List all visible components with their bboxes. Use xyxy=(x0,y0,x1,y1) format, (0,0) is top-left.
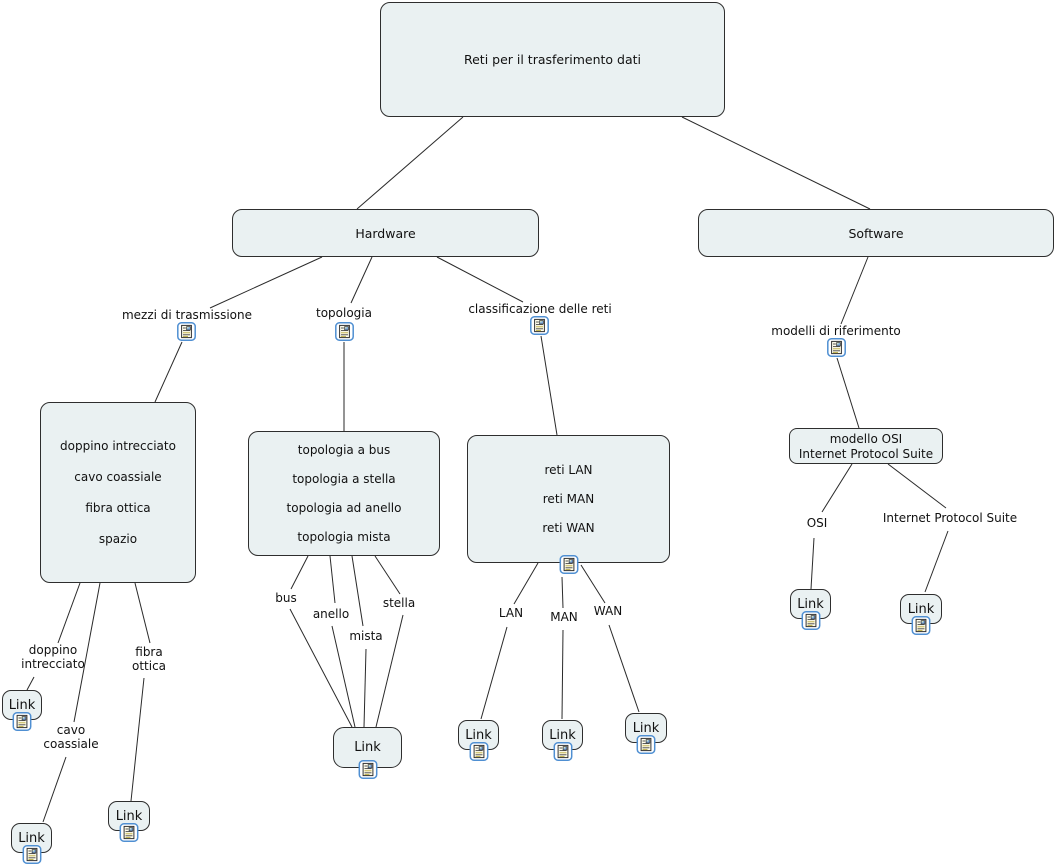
resource-link-icon[interactable] xyxy=(553,742,572,761)
link-node-topologia[interactable]: Link xyxy=(333,727,402,779)
link-node-osi[interactable]: Link xyxy=(790,589,831,630)
resource-link-icon[interactable] xyxy=(119,823,139,842)
edge-label-lan[interactable]: LAN xyxy=(498,606,524,620)
edge-label-mezzi-di-trasmissione[interactable]: mezzi di trasmissione xyxy=(121,308,253,322)
network-line-lan: reti LAN xyxy=(544,463,593,477)
link-node-lan[interactable]: Link xyxy=(458,720,499,761)
media-line-fibra: fibra ottica xyxy=(85,501,151,515)
resource-link-icon[interactable] xyxy=(636,735,656,754)
resource-link-icon[interactable] xyxy=(469,742,488,761)
link-node-doppino[interactable]: Link xyxy=(2,690,42,731)
resource-link-icon[interactable] xyxy=(911,616,931,635)
edge-label-doppino-intrecciato[interactable]: doppino intrecciato xyxy=(21,643,85,671)
node-network-classes[interactable]: reti LAN reti MAN reti WAN xyxy=(467,435,670,574)
network-line-wan: reti WAN xyxy=(542,521,595,535)
edge-label-cavo-coassiale[interactable]: cavo coassiale xyxy=(43,723,99,751)
edge-label-fibra-ottica[interactable]: fibra ottica xyxy=(131,645,167,673)
edge-label-mista[interactable]: mista xyxy=(349,629,383,643)
node-transmission-media[interactable]: doppino intrecciato cavo coassiale fibra… xyxy=(40,402,196,583)
models-line-osi: modello OSI xyxy=(829,431,903,446)
node-hardware[interactable]: Hardware xyxy=(232,209,539,257)
media-line-doppino: doppino intrecciato xyxy=(60,439,176,453)
node-root[interactable]: Reti per il trasferimento dati xyxy=(380,2,725,117)
edge-label-osi[interactable]: OSI xyxy=(806,516,828,530)
resource-link-icon[interactable] xyxy=(559,555,578,574)
edge-label-anello[interactable]: anello xyxy=(312,607,350,621)
resource-link-icon[interactable] xyxy=(335,322,354,341)
resource-link-icon[interactable] xyxy=(530,316,549,335)
network-line-man: reti MAN xyxy=(542,492,595,506)
edge-label-wan[interactable]: WAN xyxy=(593,604,623,618)
topology-line-bus: topologia a bus xyxy=(297,443,391,457)
topology-line-stella: topologia a stella xyxy=(292,472,396,486)
resource-link-icon[interactable] xyxy=(12,712,32,731)
resource-link-icon[interactable] xyxy=(827,338,846,357)
topology-line-anello: topologia ad anello xyxy=(286,501,402,515)
resource-link-icon[interactable] xyxy=(177,322,196,341)
edge-label-man[interactable]: MAN xyxy=(550,610,578,624)
edge-label-bus[interactable]: bus xyxy=(275,591,297,605)
link-node-ips[interactable]: Link xyxy=(900,594,942,635)
media-line-spazio: spazio xyxy=(98,532,138,546)
node-software-label: Software xyxy=(848,225,904,241)
media-line-cavo: cavo coassiale xyxy=(74,470,162,484)
edge-label-stella[interactable]: stella xyxy=(382,596,416,610)
edge-label-modelli-di-riferimento[interactable]: modelli di riferimento xyxy=(771,324,901,338)
node-root-label: Reti per il trasferimento dati xyxy=(463,52,641,67)
node-topologies[interactable]: topologia a bus topologia a stella topol… xyxy=(248,431,440,556)
link-node-wan[interactable]: Link xyxy=(625,713,667,754)
link-node-man[interactable]: Link xyxy=(542,720,583,761)
node-reference-models[interactable]: modello OSI Internet Protocol Suite xyxy=(789,428,943,464)
link-node-cavo[interactable]: Link xyxy=(11,823,52,864)
resource-link-icon[interactable] xyxy=(358,760,377,779)
topology-line-mista: topologia mista xyxy=(297,530,391,544)
edge-label-classificazione-delle-reti[interactable]: classificazione delle reti xyxy=(468,302,612,316)
node-hardware-label: Hardware xyxy=(355,225,416,241)
models-line-ips: Internet Protocol Suite xyxy=(798,446,934,461)
resource-link-icon[interactable] xyxy=(801,611,820,630)
node-software[interactable]: Software xyxy=(698,209,1054,257)
link-node-fibra[interactable]: Link xyxy=(108,801,150,842)
resource-link-icon[interactable] xyxy=(22,845,41,864)
edge-label-internet-protocol-suite[interactable]: Internet Protocol Suite xyxy=(882,511,1018,525)
edge-label-topologia[interactable]: topologia xyxy=(316,306,372,320)
